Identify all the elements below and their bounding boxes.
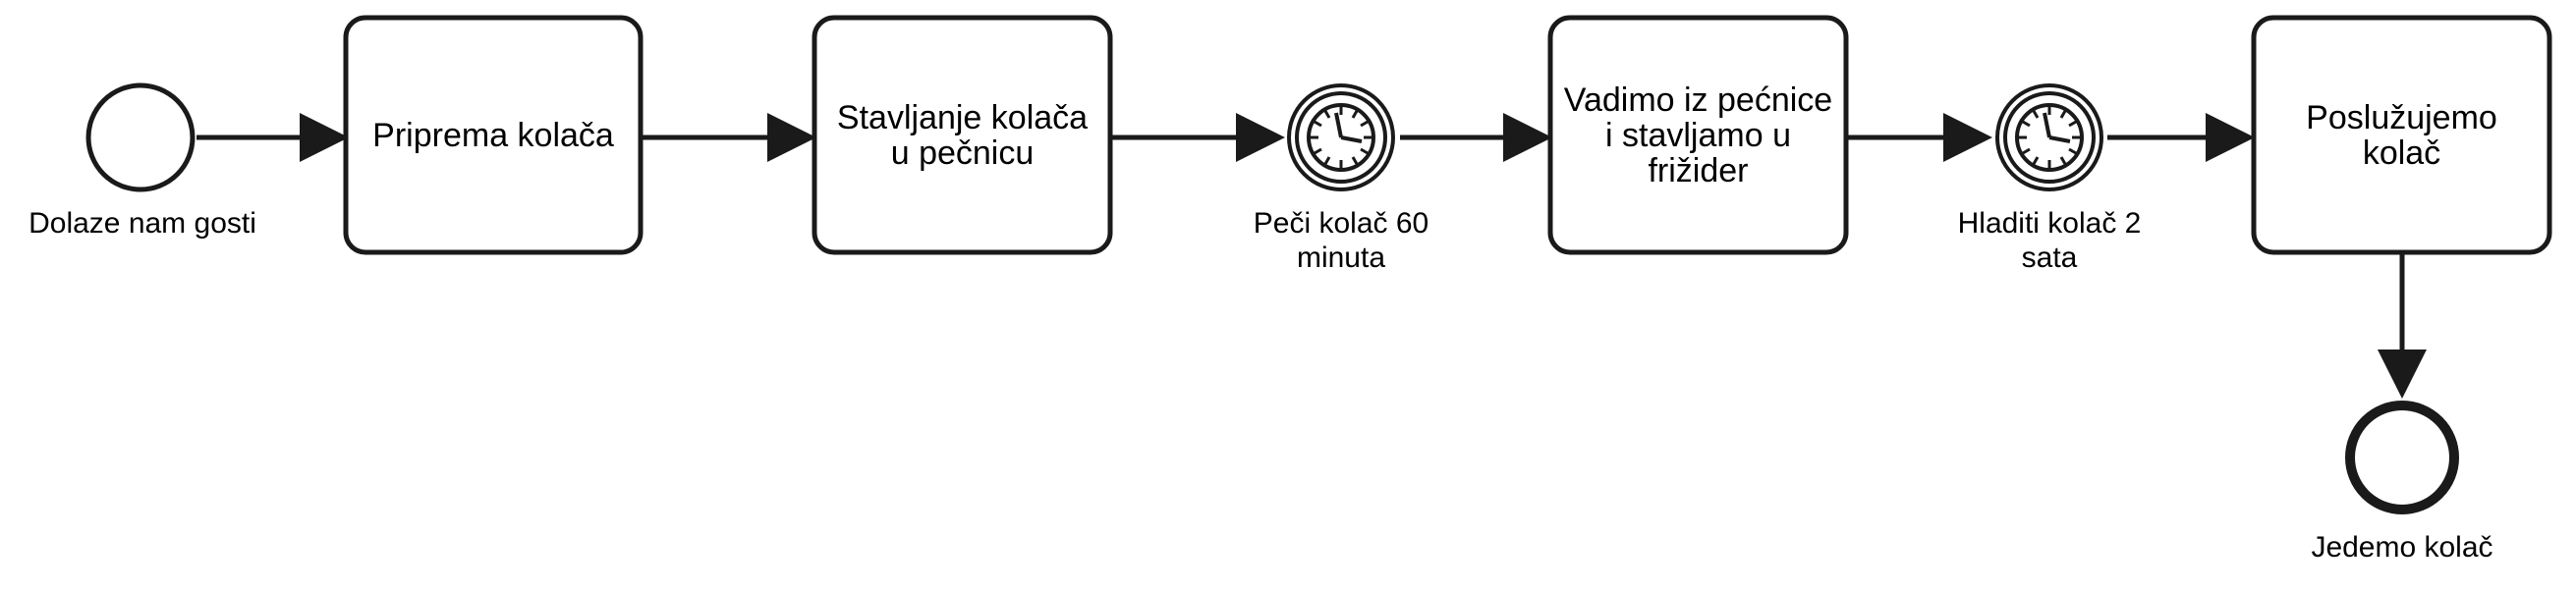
task-label-posluzujemo: Poslužujemo kolač	[2306, 98, 2497, 172]
task-stavljanje-kolaca[interactable]	[812, 15, 1113, 255]
task-posluzujemo-kolac[interactable]	[2251, 15, 2552, 255]
timer-event-1[interactable]	[1287, 83, 1395, 191]
task-label-priprema: Priprema kolača	[372, 116, 614, 154]
task-vadimo-iz-pecnice[interactable]	[1547, 15, 1849, 255]
clock-icon	[1307, 103, 1375, 172]
timer-event-2[interactable]	[1995, 83, 2103, 191]
task-label-vadimo: Vadimo iz pećnice i stavljamo u frižider	[1563, 81, 1833, 189]
task-label-stavljanje: Stavljanje kolača u pečnicu	[836, 98, 1089, 172]
timer-2-label: Hladiti kolač 2 sata	[1957, 207, 2142, 274]
task-priprema-kolaca[interactable]	[343, 15, 644, 255]
start-event-label: Dolaze nam gosti	[28, 207, 256, 240]
end-event-label: Jedemo kolač	[2311, 531, 2493, 564]
start-event[interactable]	[85, 82, 196, 192]
end-event[interactable]	[2345, 401, 2459, 514]
timer-1-label: Peči kolač 60 minuta	[1253, 207, 1429, 274]
clock-icon	[2015, 103, 2084, 172]
